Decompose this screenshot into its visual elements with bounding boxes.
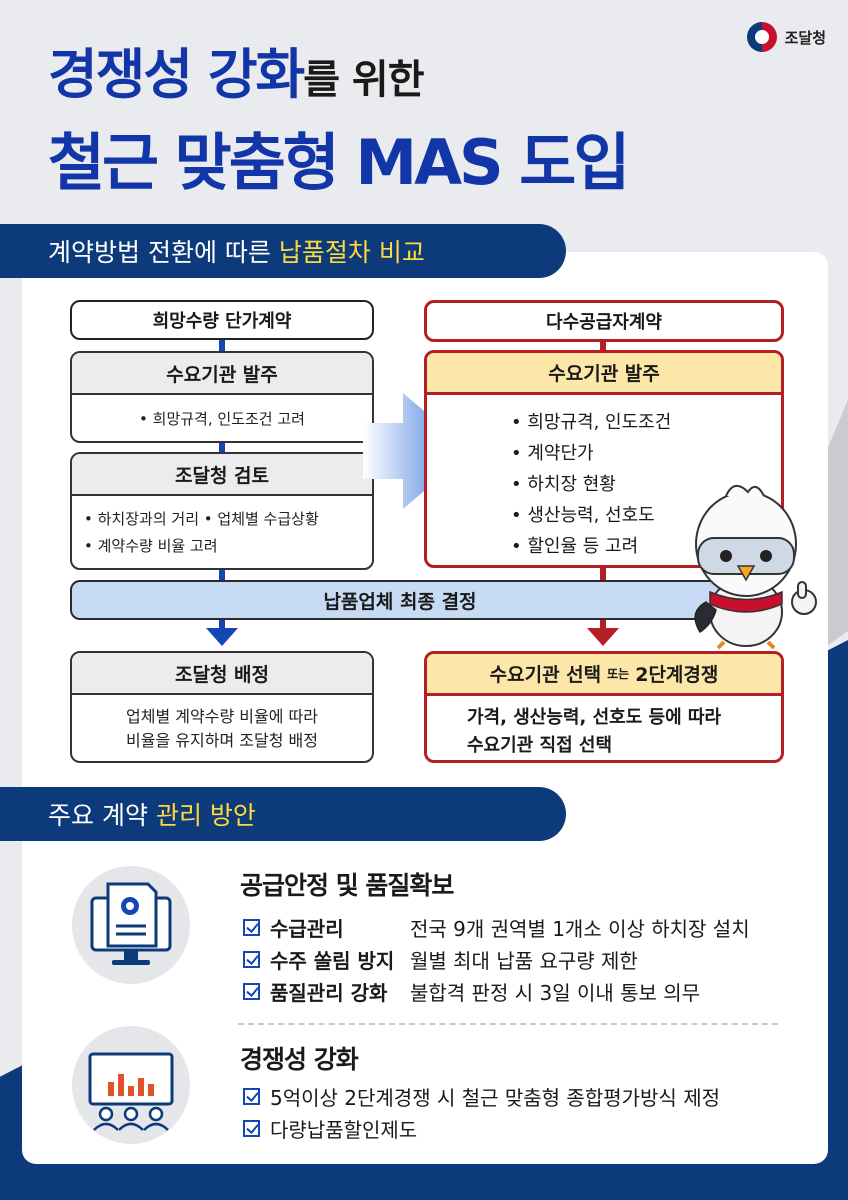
checkbox-icon: [243, 982, 260, 1000]
left-step-assign: 조달청 배정 업체별 계약수량 비율에 따라 비율을 유지하며 조달청 배정: [70, 651, 374, 763]
feature-icon-circle: [72, 1026, 190, 1144]
feature-title: 경쟁성 강화: [240, 1045, 359, 1074]
step-title: 수요기관 발주: [72, 353, 372, 395]
down-arrow-icon: [206, 628, 238, 646]
arrow-right-icon: [363, 393, 471, 509]
page-title-line2: 철근 맞춤형 MAS 도입: [48, 126, 630, 199]
connector-line: [600, 620, 606, 632]
page-title-line1: 경쟁성 강화를 위한: [48, 30, 425, 109]
step-item: 생산능력, 선호도: [511, 500, 781, 531]
step-item: • 희망규격, 인도조건 고려: [139, 409, 305, 428]
list-item: 다량납품할인제도: [243, 1112, 720, 1144]
title-emphasis: 경쟁성 강화: [48, 43, 305, 106]
step-title: 조달청 검토: [72, 454, 372, 496]
checkbox-icon: [243, 1087, 260, 1105]
step-desc-line: 비율을 유지하며 조달청 배정: [126, 731, 318, 750]
step-item: 하치장 현황: [511, 469, 781, 500]
step-title: 수요기관 발주: [427, 353, 781, 395]
band-highlight: 관리 방안: [155, 801, 256, 830]
step-item-row: • 하치장과의 거리 • 업체별 수급상황: [84, 510, 319, 528]
feature-title: 공급안정 및 품질확보: [240, 871, 454, 900]
step-desc-line: 업체별 계약수량 비율에 따라: [126, 707, 318, 726]
right-column-header: 다수공급자계약: [424, 300, 784, 342]
connector-line: [219, 443, 225, 453]
step-item: 희망규격, 인도조건: [511, 407, 781, 438]
band-highlight: 납품절차 비교: [278, 238, 425, 267]
left-step-order: 수요기관 발주 • 희망규격, 인도조건 고려: [70, 351, 374, 443]
down-arrow-icon: [587, 628, 619, 646]
mascot-bird-icon: [694, 485, 817, 650]
final-decision-bar: 납품업체 최종 결정: [70, 580, 730, 620]
connector-line: [600, 568, 606, 582]
connector-line: [219, 570, 225, 582]
step-item: 계약단가: [511, 438, 781, 469]
gear-document-monitor-icon: [90, 882, 172, 965]
checkbox-icon: [243, 950, 260, 968]
checkbox-icon: [243, 918, 260, 936]
band-text: 주요 계약: [48, 801, 148, 830]
step-title: 조달청 배정: [72, 653, 372, 695]
org-name: 조달청: [784, 28, 826, 47]
title-suffix: 를 위한: [303, 57, 424, 103]
step-desc-line: 수요기관 직접 선택: [467, 735, 613, 756]
step-desc-line: 가격, 생산능력, 선호도 등에 따라: [467, 707, 722, 728]
checkbox-icon: [243, 1119, 260, 1137]
left-column-header: 희망수량 단가계약: [70, 300, 374, 340]
list-item: 5억이상 2단계경쟁 시 철근 맞춤형 종합평가방식 제정: [243, 1080, 720, 1112]
connector-line: [219, 620, 225, 632]
presentation-chart-icon: [88, 1052, 174, 1131]
connector-line: [219, 340, 225, 352]
band-text: 계약방법 전환에 따른: [48, 238, 271, 267]
feature-list: 5억이상 2단계경쟁 시 철근 맞춤형 종합평가방식 제정 다량납품할인제도: [243, 1080, 720, 1144]
step-item: 할인율 등 고려: [511, 531, 781, 562]
taegeuk-logo-icon: [746, 22, 777, 52]
step-item-row: • 계약수량 비율 고려: [84, 537, 218, 555]
connector-line: [600, 342, 606, 352]
dashed-divider: [238, 1023, 778, 1025]
left-step-review: 조달청 검토 • 하치장과의 거리 • 업체별 수급상황 • 계약수량 비율 고…: [70, 452, 374, 570]
org-logo: 조달청: [746, 22, 826, 52]
feature-icon-circle: [72, 866, 190, 984]
